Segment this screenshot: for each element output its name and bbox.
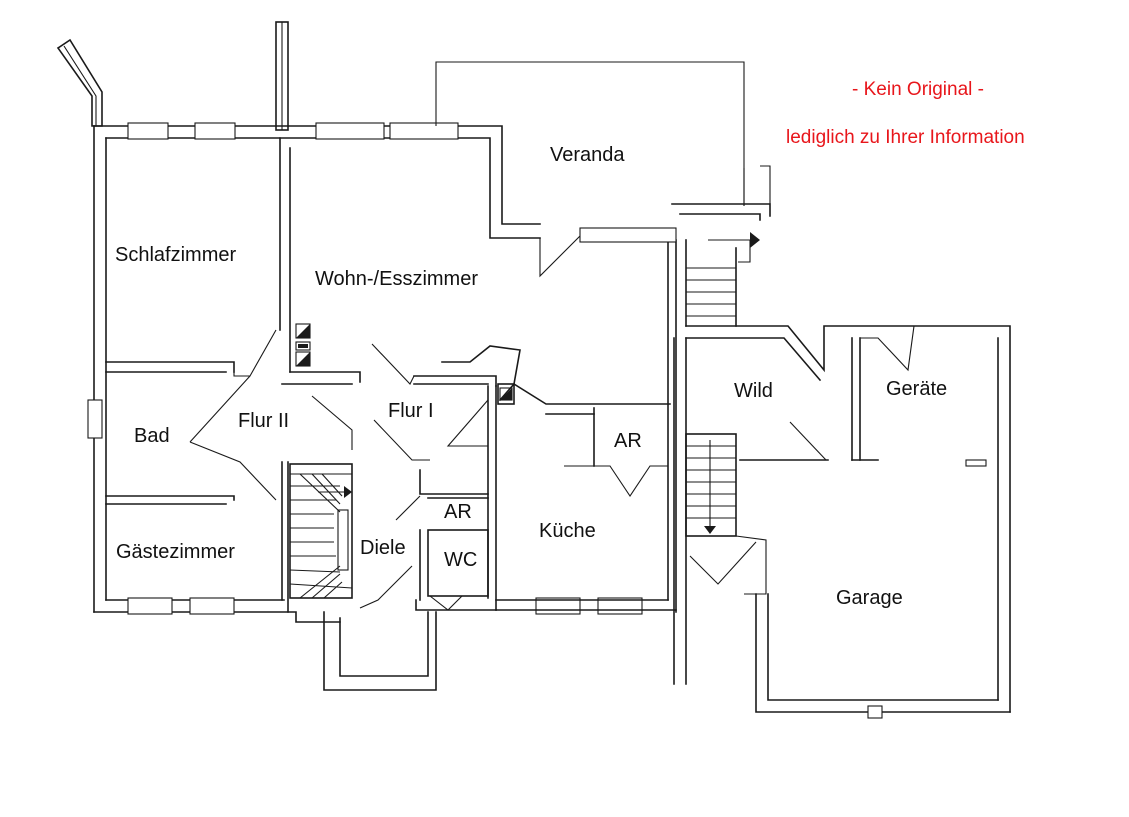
flue-symbols	[295, 323, 513, 401]
chimney-left	[56, 38, 103, 127]
notice-line-1: - Kein Original -	[852, 79, 984, 100]
room-label-geraete: Geräte	[886, 378, 948, 400]
room-label-wohn-esszimmer: Wohn-/Esszimmer	[315, 268, 478, 290]
room-label-ar-small: AR	[444, 501, 472, 523]
room-label-wild: Wild	[734, 380, 773, 402]
windows-top	[127, 122, 459, 140]
room-label-veranda: Veranda	[550, 144, 625, 166]
notice-line-2: lediglich zu Ihrer Information	[786, 127, 1025, 148]
main-staircase	[289, 473, 353, 599]
room-label-schlafzimmer: Schlafzimmer	[115, 244, 237, 266]
room-label-diele: Diele	[360, 537, 406, 559]
room-label-flur-1: Flur I	[388, 400, 434, 422]
room-label-ar-kitchen: AR	[614, 430, 642, 452]
room-label-gaestezimmer: Gästezimmer	[116, 541, 235, 563]
room-label-bad: Bad	[134, 425, 170, 447]
window-bad	[87, 399, 103, 439]
room-label-wc: WC	[444, 549, 478, 571]
chimney-top	[275, 21, 289, 131]
interior-walls	[105, 137, 677, 613]
right-wing	[671, 165, 1011, 719]
veranda-outline	[435, 61, 745, 206]
exterior-wall	[93, 125, 541, 623]
room-label-garage: Garage	[836, 587, 903, 609]
room-label-flur-2: Flur II	[238, 410, 290, 432]
entrance-porch	[323, 611, 437, 691]
room-label-kueche: Küche	[539, 520, 596, 542]
